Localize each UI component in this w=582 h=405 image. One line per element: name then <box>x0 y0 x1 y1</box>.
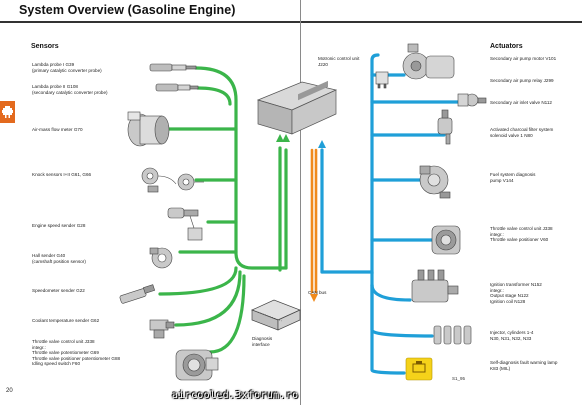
knock-sensor-icon <box>141 167 204 193</box>
actuator-bus-arrow <box>318 140 326 148</box>
actuator-signal-lines <box>320 53 472 375</box>
throttle-valve-positioner-icon <box>431 225 461 255</box>
sensor-label-knock-sensors: Knock sensors I+II G61, G66 <box>32 172 92 177</box>
diagnosis-interface-connector <box>251 299 301 331</box>
actuator-label-charcoal-solenoid: Activated charcoal filter system solenoi… <box>490 127 554 138</box>
sensor-label-lambda-probe-1: Lambda probe I G39 (primary catalytic co… <box>32 62 102 73</box>
engine-speed-sender-icon <box>167 207 203 241</box>
actuator-label-air-inlet-valve: Secondary air inlet valve N112 <box>490 100 552 105</box>
side-tab <box>0 101 15 123</box>
page-title: System Overview (Gasoline Engine) <box>19 3 236 17</box>
coolant-temperature-sender-icon <box>149 319 175 339</box>
actuator-label-injectors: Injector, cylinders 1-4 N30, N31, N32, N… <box>490 330 534 341</box>
actuator-label-throttle-positioner: Throttle valve control unit J338 integr.… <box>490 226 553 243</box>
sensors-heading: Sensors <box>31 43 59 50</box>
actuator-label-ignition-transformer: Ignition transformer N152 integr.: Outpu… <box>490 282 542 304</box>
sensor-label-air-mass-flow-meter: Air-mass flow meter G70 <box>32 127 83 132</box>
activated-charcoal-solenoid-valve-icon <box>437 109 453 145</box>
title-divider <box>0 21 582 23</box>
actuator-components <box>375 43 487 381</box>
actuator-label-fault-warning-lamp: Self-diagnosis fault warning lamp K83 (M… <box>490 360 558 371</box>
motronic-control-unit <box>256 80 338 135</box>
throttle-valve-unit-sensor-icon <box>175 349 219 381</box>
sensor-label-coolant-temperature: Coolant temperature sender G62 <box>32 318 100 323</box>
sensor-label-hall-sender: Hall sender G40 (camshaft position senso… <box>32 253 86 264</box>
watermark-bar: aircooled.3xforum.ro <box>0 387 582 405</box>
sensor-label-lambda-probe-2: Lambda probe II G108 (secondary catalyti… <box>32 84 108 95</box>
can-bus-label: CAN bus <box>308 290 327 295</box>
fuel-system-diagnosis-pump-icon <box>419 165 451 199</box>
air-mass-flow-meter-icon <box>127 111 170 147</box>
actuator-label-air-pump-motor: Secondary air pump motor V101 <box>490 56 557 61</box>
sensor-signal-lines <box>158 66 288 354</box>
hall-sender-icon <box>149 247 173 269</box>
engine-warning-lamp-icon <box>405 357 433 381</box>
sensor-label-throttle-valve-unit: Throttle valve control unit J338 integr.… <box>32 339 121 367</box>
lambda-probe-1-icon <box>149 63 197 72</box>
diagnosis-interface-label: Diagnosis interface <box>252 336 273 347</box>
actuator-label-fuel-diagnosis-pump: Fuel system diagnosis pump V144 <box>490 172 536 183</box>
secondary-air-pump-motor-icon <box>402 43 455 80</box>
ecu-label: Motronic control unit J220 <box>318 56 360 67</box>
injector-icon <box>433 325 472 345</box>
secondary-air-inlet-valve-icon <box>457 93 487 107</box>
page-gutter-line <box>300 0 301 405</box>
engine-icon <box>2 106 13 118</box>
figure-code: S1_95 <box>452 376 466 381</box>
actuator-label-air-pump-relay: Secondary air pump relay J299 <box>490 78 554 83</box>
watermark-text: aircooled.3xforum.ro <box>172 390 299 401</box>
ignition-transformer-icon <box>411 269 459 303</box>
can-bus-lines <box>310 148 318 294</box>
sensor-bus-arrows <box>276 134 290 142</box>
lambda-probe-2-icon <box>155 83 199 92</box>
can-bus-arrow <box>310 294 318 302</box>
speedometer-sender-icon <box>119 284 156 304</box>
secondary-air-pump-relay-icon <box>375 71 389 89</box>
sensor-label-engine-speed-sender: Engine speed sender G28 <box>32 223 86 228</box>
sensor-components <box>119 63 219 381</box>
sensor-label-speedometer-sender: Speedometer sender G22 <box>32 288 85 293</box>
page-number: 20 <box>6 388 13 394</box>
actuators-heading: Actuators <box>490 43 523 50</box>
